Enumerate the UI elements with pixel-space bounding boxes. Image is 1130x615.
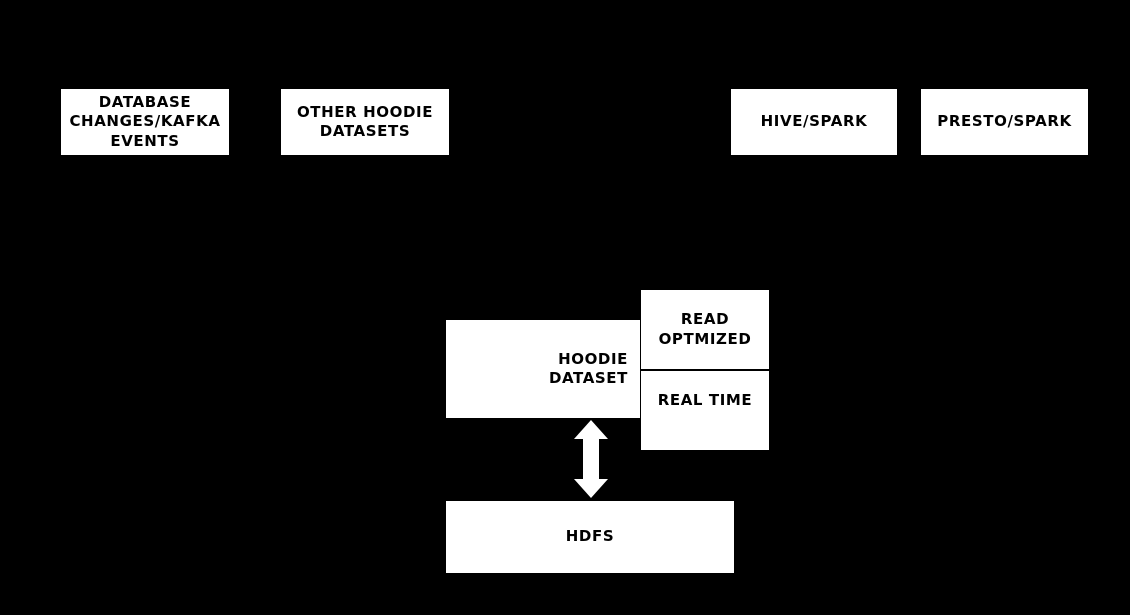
double-headed-arrow-icon xyxy=(574,420,608,498)
node-read-optimized-view[interactable]: Read Optmized xyxy=(641,290,769,371)
node-hdfs[interactable]: HDFS xyxy=(446,501,734,573)
node-database-changes-kafka-events[interactable]: Database Changes/Kafka Events xyxy=(61,89,229,155)
node-real-time-view[interactable]: Real Time xyxy=(641,371,769,450)
node-hive-spark[interactable]: Hive/Spark xyxy=(731,89,897,155)
node-other-hoodie-datasets[interactable]: Other Hoodie Datasets xyxy=(281,89,449,155)
node-hoodie-dataset[interactable]: Hoodie Dataset xyxy=(446,320,640,418)
node-presto-spark[interactable]: Presto/Spark xyxy=(921,89,1088,155)
